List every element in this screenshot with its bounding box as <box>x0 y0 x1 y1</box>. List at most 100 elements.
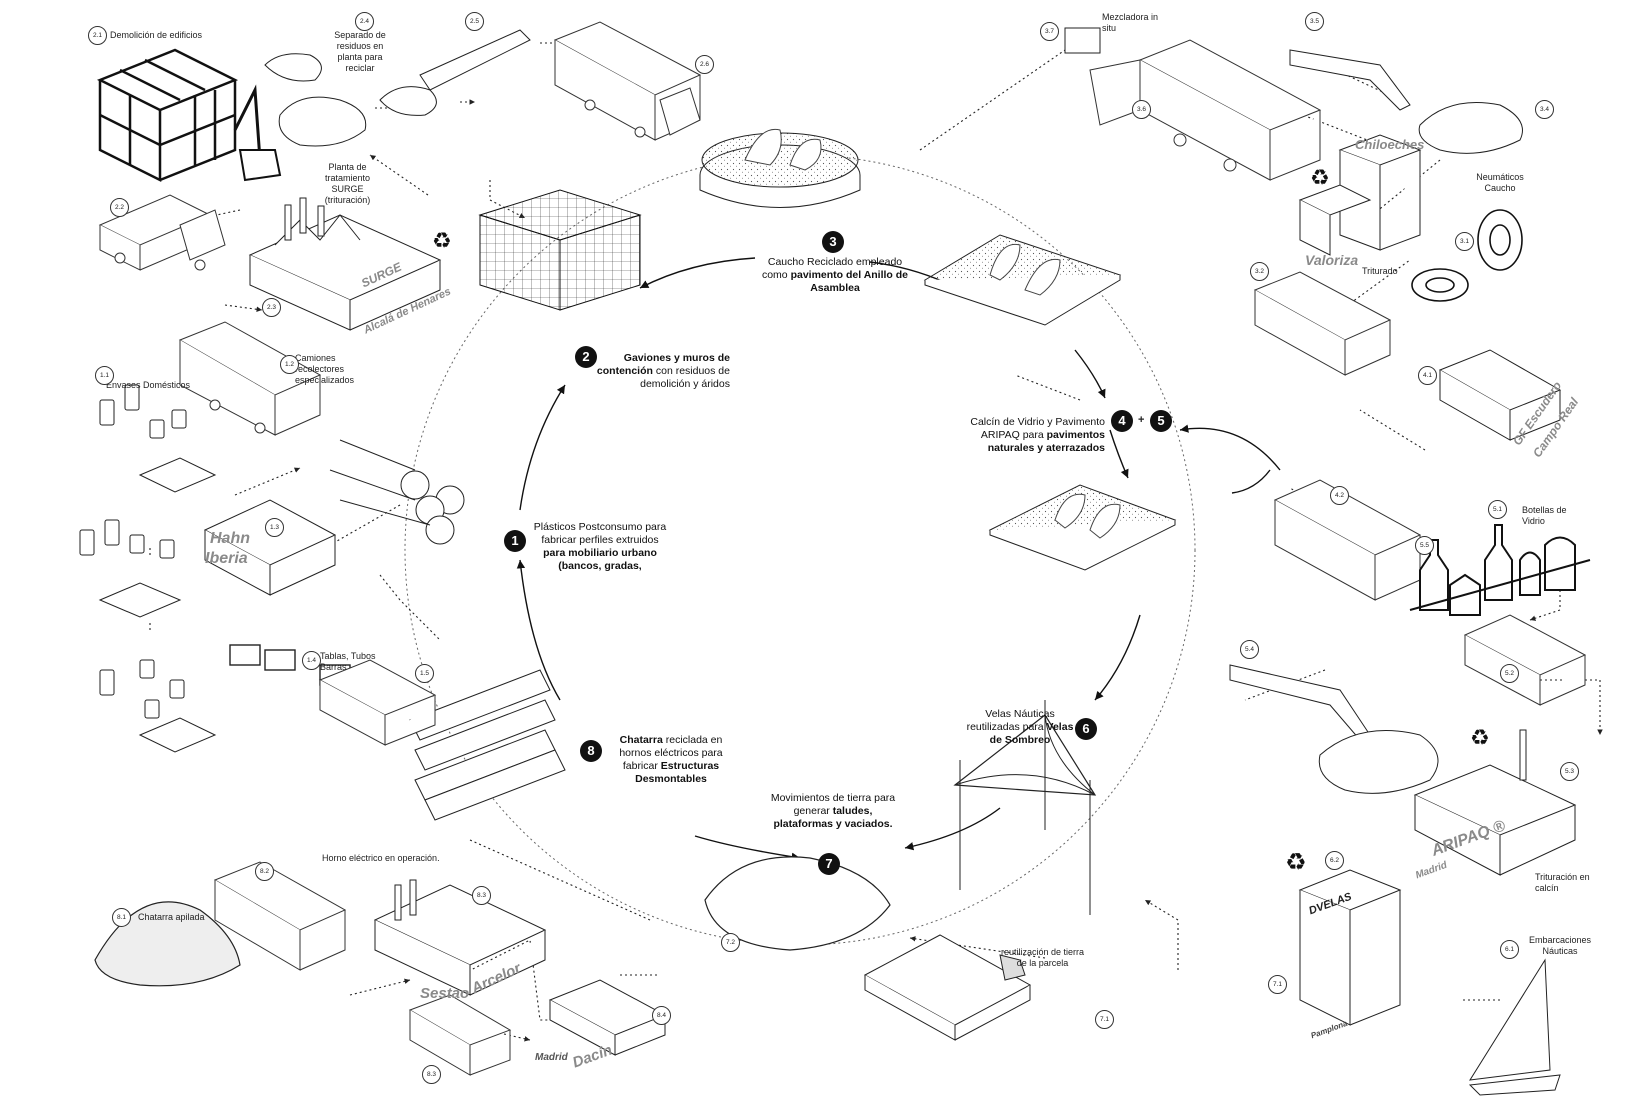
brand-valoriza: Valoriza <box>1305 252 1359 268</box>
tag-4-2: 4.2 <box>1330 486 1349 505</box>
label-glass-bottles: Botellas de Vidrio <box>1522 505 1567 526</box>
tag-3-7: 3.7 <box>1040 22 1059 41</box>
valoriza-plant <box>1298 134 1422 256</box>
excavator <box>238 149 282 182</box>
label-stacked-scrap: Chatarra apilada <box>138 912 205 922</box>
conveyor-3-5 <box>1289 49 1411 111</box>
label-collector-trucks: Camiones recolectores especializados <box>295 353 355 385</box>
tag-8-1: 8.1 <box>112 908 131 927</box>
paving-slab-upper <box>923 234 1122 326</box>
label-waste-separation: Separado de residuos en planta para reci… <box>334 30 386 73</box>
rubble-pile-3 <box>379 86 437 116</box>
step-8-label: Chatarra reciclada en hornos eléctricos … <box>619 734 723 785</box>
svg-text:♻: ♻ <box>432 229 452 254</box>
rubble-pile-2 <box>264 53 322 82</box>
tag-2-3: 2.3 <box>262 298 281 317</box>
truck-2-2 <box>98 194 226 271</box>
step-8-number: 8 <box>580 740 602 762</box>
inner-cycle-arrows <box>516 257 1281 861</box>
household-containers <box>79 384 217 753</box>
surge-plant <box>248 197 442 331</box>
step-3-number: 3 <box>822 231 844 253</box>
label-surge-plant: Planta de tratamiento SURGE (trituración… <box>324 162 371 205</box>
tag-8-4: 8.4 <box>652 1006 671 1025</box>
conveyor-5-4 <box>1229 664 1371 741</box>
step-4-5-plus: + <box>1138 414 1145 426</box>
label-shredded: Triturado <box>1362 266 1398 276</box>
truck-8-2 <box>213 861 347 971</box>
tag-7-1: 7.1 <box>1268 975 1287 994</box>
step-2-number: 2 <box>575 346 597 368</box>
earth-plot <box>863 934 1032 1041</box>
mixer-3-7 <box>1064 27 1101 54</box>
label-electric-furnace: Horno eléctrico en operación. <box>322 853 440 863</box>
shade-sail <box>953 700 1097 915</box>
tag-5-4: 5.4 <box>1240 640 1259 659</box>
tires <box>1411 209 1523 302</box>
tag-2-1: 2.1 <box>88 26 107 45</box>
glass-pile <box>1318 730 1439 794</box>
rubble-pile-1 <box>278 96 367 147</box>
truck-8-3 <box>408 994 512 1076</box>
svg-text:♻: ♻ <box>1310 166 1330 191</box>
label-mixer: Mezcladora in situ <box>1102 12 1159 33</box>
brand-chiloeches: Chiloeches <box>1355 137 1425 152</box>
tag-2-6: 2.6 <box>695 55 714 74</box>
tag-3-4: 3.4 <box>1535 100 1554 119</box>
tag-6-2: 6.2 <box>1325 851 1344 870</box>
truck-4-2 <box>1273 479 1422 601</box>
step-2-label: Gaviones y muros de contención con resid… <box>596 352 730 390</box>
truck-1-5 <box>318 659 437 746</box>
step-1-label: Plásticos Postconsumo para fabricar perf… <box>533 521 667 572</box>
tag-1-1: 1.1 <box>95 366 114 385</box>
step-7-label: Movimientos de tierra para generar talud… <box>770 792 896 830</box>
glass-bottles <box>1409 524 1591 616</box>
aripaq-plant <box>1413 729 1577 876</box>
recycle-icons: ♻ ♻ ♻ ♻ <box>432 166 1490 876</box>
tag-1-5: 1.5 <box>415 664 434 683</box>
tag-8-3-truck: 8.3 <box>422 1065 441 1084</box>
dacin-factory <box>548 979 667 1056</box>
step-6-label: Velas Náuticas reutilizadas para Velas d… <box>966 708 1074 746</box>
tag-2-2: 2.2 <box>110 198 129 217</box>
earth-mound <box>704 856 891 951</box>
conveyor-2-5 <box>419 29 531 91</box>
truck-5-2 <box>1463 614 1587 706</box>
tag-1-3: 1.3 <box>265 518 284 537</box>
tag-2-5: 2.5 <box>465 12 484 31</box>
steel-tubes <box>409 669 566 821</box>
gf-escudero-plant <box>1438 349 1562 441</box>
tag-1-4: 1.4 <box>302 651 321 670</box>
label-crushing: Trituración en calcín <box>1535 872 1590 893</box>
step-7-number: 7 <box>818 853 840 875</box>
plastic-pipes <box>329 439 465 545</box>
sailboat <box>1468 958 1561 1096</box>
brand-madrid: Madrid <box>535 1052 568 1063</box>
arcelor-factory <box>373 879 547 996</box>
label-soil-reuse: reutilización de tierra de la parcela <box>1000 947 1085 968</box>
truck-2-6 <box>553 21 702 141</box>
paving-slab-lower <box>988 484 1177 571</box>
tag-7-2: 7.2 <box>721 933 740 952</box>
step-4-number: 4 <box>1111 410 1133 432</box>
label-boards-tubes: Tablas, Tubos Barras <box>320 651 376 672</box>
truck-3-2 <box>1253 271 1392 376</box>
svg-text:♻: ♻ <box>1470 726 1490 751</box>
step-3-label: Caucho Reciclado empleado como pavimento… <box>761 256 909 294</box>
tag-5-2: 5.2 <box>1500 664 1519 683</box>
brand-hahn: Hahn <box>210 530 250 547</box>
rubber-disc <box>699 128 861 208</box>
tag-3-1: 3.1 <box>1455 232 1474 251</box>
tag-8-2: 8.2 <box>255 862 274 881</box>
truck-3-6 <box>1089 39 1322 181</box>
dvelas-building <box>1298 869 1402 1026</box>
step-6-number: 6 <box>1075 718 1097 740</box>
label-tires: Neumáticos Caucho <box>1476 172 1524 193</box>
svg-text:♻: ♻ <box>1285 848 1307 876</box>
brand-sestao: Sestao <box>420 985 470 1002</box>
rubber-pile-3-4 <box>1418 102 1523 154</box>
tag-3-2: 3.2 <box>1250 262 1269 281</box>
label-boats: Embarcaciones Náuticas <box>1528 935 1592 956</box>
